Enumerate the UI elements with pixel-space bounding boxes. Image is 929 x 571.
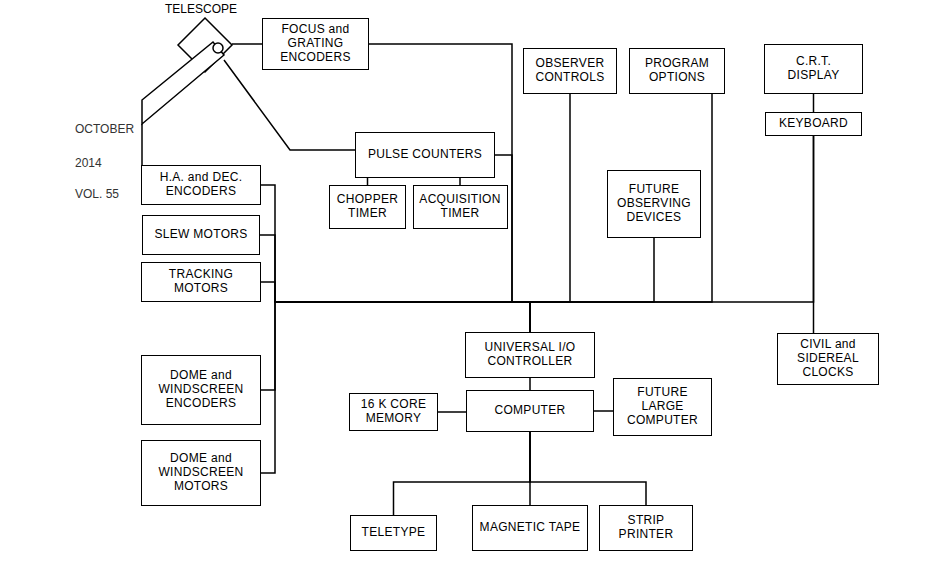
telescope-arm: [142, 42, 224, 124]
bus-line: [261, 185, 530, 332]
box-text: 16 K CORE MEMORY: [355, 398, 432, 426]
block-box: KEYBOARD: [765, 112, 862, 136]
box-text: DOME and WINDSCREEN ENCODERS: [147, 369, 255, 410]
box-text: CHOPPER TIMER: [335, 193, 400, 221]
box-text: CIVIL and SIDEREAL CLOCKS: [783, 338, 873, 379]
box-text: TRACKING MOTORS: [147, 268, 255, 296]
block-box: SLEW MOTORS: [142, 215, 260, 255]
bus-line: [260, 235, 530, 332]
block-box: TRACKING MOTORS: [141, 262, 261, 302]
box-text: C.R.T. DISPLAY: [770, 55, 857, 83]
counter-wire: [224, 60, 355, 150]
box-text: UNIVERSAL I/O CONTROLLER: [471, 341, 589, 369]
bus-line: [530, 238, 654, 332]
bus-line: [438, 411, 466, 413]
block-box: CHOPPER TIMER: [329, 185, 406, 229]
margin-note: 2014: [75, 156, 102, 170]
box-text: MAGNETIC TAPE: [480, 521, 581, 535]
box-text: DOME and WINDSCREEN MOTORS: [147, 452, 255, 493]
mount-line: [141, 124, 143, 165]
telescope-pivot: [213, 43, 223, 53]
box-text: FUTURE OBSERVING DEVICES: [613, 183, 695, 224]
box-text: OBSERVER CONTROLS: [529, 57, 611, 85]
box-text: PROGRAM OPTIONS: [635, 57, 719, 85]
block-box: DOME and WINDSCREEN MOTORS: [141, 440, 261, 506]
block-box: UNIVERSAL I/O CONTROLLER: [465, 332, 595, 378]
block-box: PULSE COUNTERS: [355, 132, 495, 178]
box-text: ACQUISITION TIMER: [419, 193, 502, 221]
block-box: TELETYPE: [350, 515, 437, 551]
bus-line: [495, 155, 530, 332]
illustration-label: TELESCOPE: [165, 2, 237, 16]
bus-line: [530, 94, 570, 332]
box-text: STRIP PRINTER: [605, 514, 687, 542]
box-text: SLEW MOTORS: [154, 228, 247, 242]
block-box: C.R.T. DISPLAY: [764, 44, 863, 94]
bus-line: [529, 378, 531, 390]
bus-line: [394, 432, 531, 515]
margin-note: VOL. 55: [75, 187, 119, 201]
box-text: KEYBOARD: [779, 117, 848, 131]
block-box: ACQUISITION TIMER: [413, 185, 508, 229]
bus-line: [261, 302, 530, 473]
margin-note: OCTOBER: [75, 122, 134, 136]
block-box: COMPUTER: [466, 390, 594, 432]
encoder-wire: [232, 43, 263, 45]
block-box: 16 K CORE MEMORY: [349, 393, 438, 431]
bus-line: [594, 410, 613, 412]
box-text: H.A. and DEC. ENCODERS: [147, 171, 255, 199]
block-box: FOCUS and GRATING ENCODERS: [262, 18, 369, 70]
box-text: COMPUTER: [494, 404, 565, 418]
block-box: H.A. and DEC. ENCODERS: [141, 165, 261, 205]
bus-line: [367, 178, 369, 185]
block-box: MAGNETIC TAPE: [472, 505, 588, 551]
block-box: PROGRAM OPTIONS: [629, 48, 725, 94]
box-text: TELETYPE: [362, 526, 426, 540]
bus-line: [813, 136, 815, 333]
bus-line: [530, 136, 814, 332]
bus-line: [813, 94, 815, 112]
bus-line: [261, 282, 530, 332]
bus-line: [530, 94, 712, 332]
block-box: DOME and WINDSCREEN ENCODERS: [141, 355, 261, 425]
block-box: FUTURE OBSERVING DEVICES: [607, 170, 701, 238]
bus-line: [530, 432, 646, 505]
box-text: PULSE COUNTERS: [368, 148, 482, 162]
block-box: OBSERVER CONTROLS: [523, 48, 617, 94]
box-text: FOCUS and GRATING ENCODERS: [268, 23, 363, 64]
block-box: STRIP PRINTER: [599, 505, 693, 551]
box-text: FUTURE LARGE COMPUTER: [619, 386, 706, 427]
block-box: CIVIL and SIDEREAL CLOCKS: [777, 333, 879, 385]
bus-line: [459, 178, 461, 185]
block-box: FUTURE LARGE COMPUTER: [613, 378, 712, 436]
